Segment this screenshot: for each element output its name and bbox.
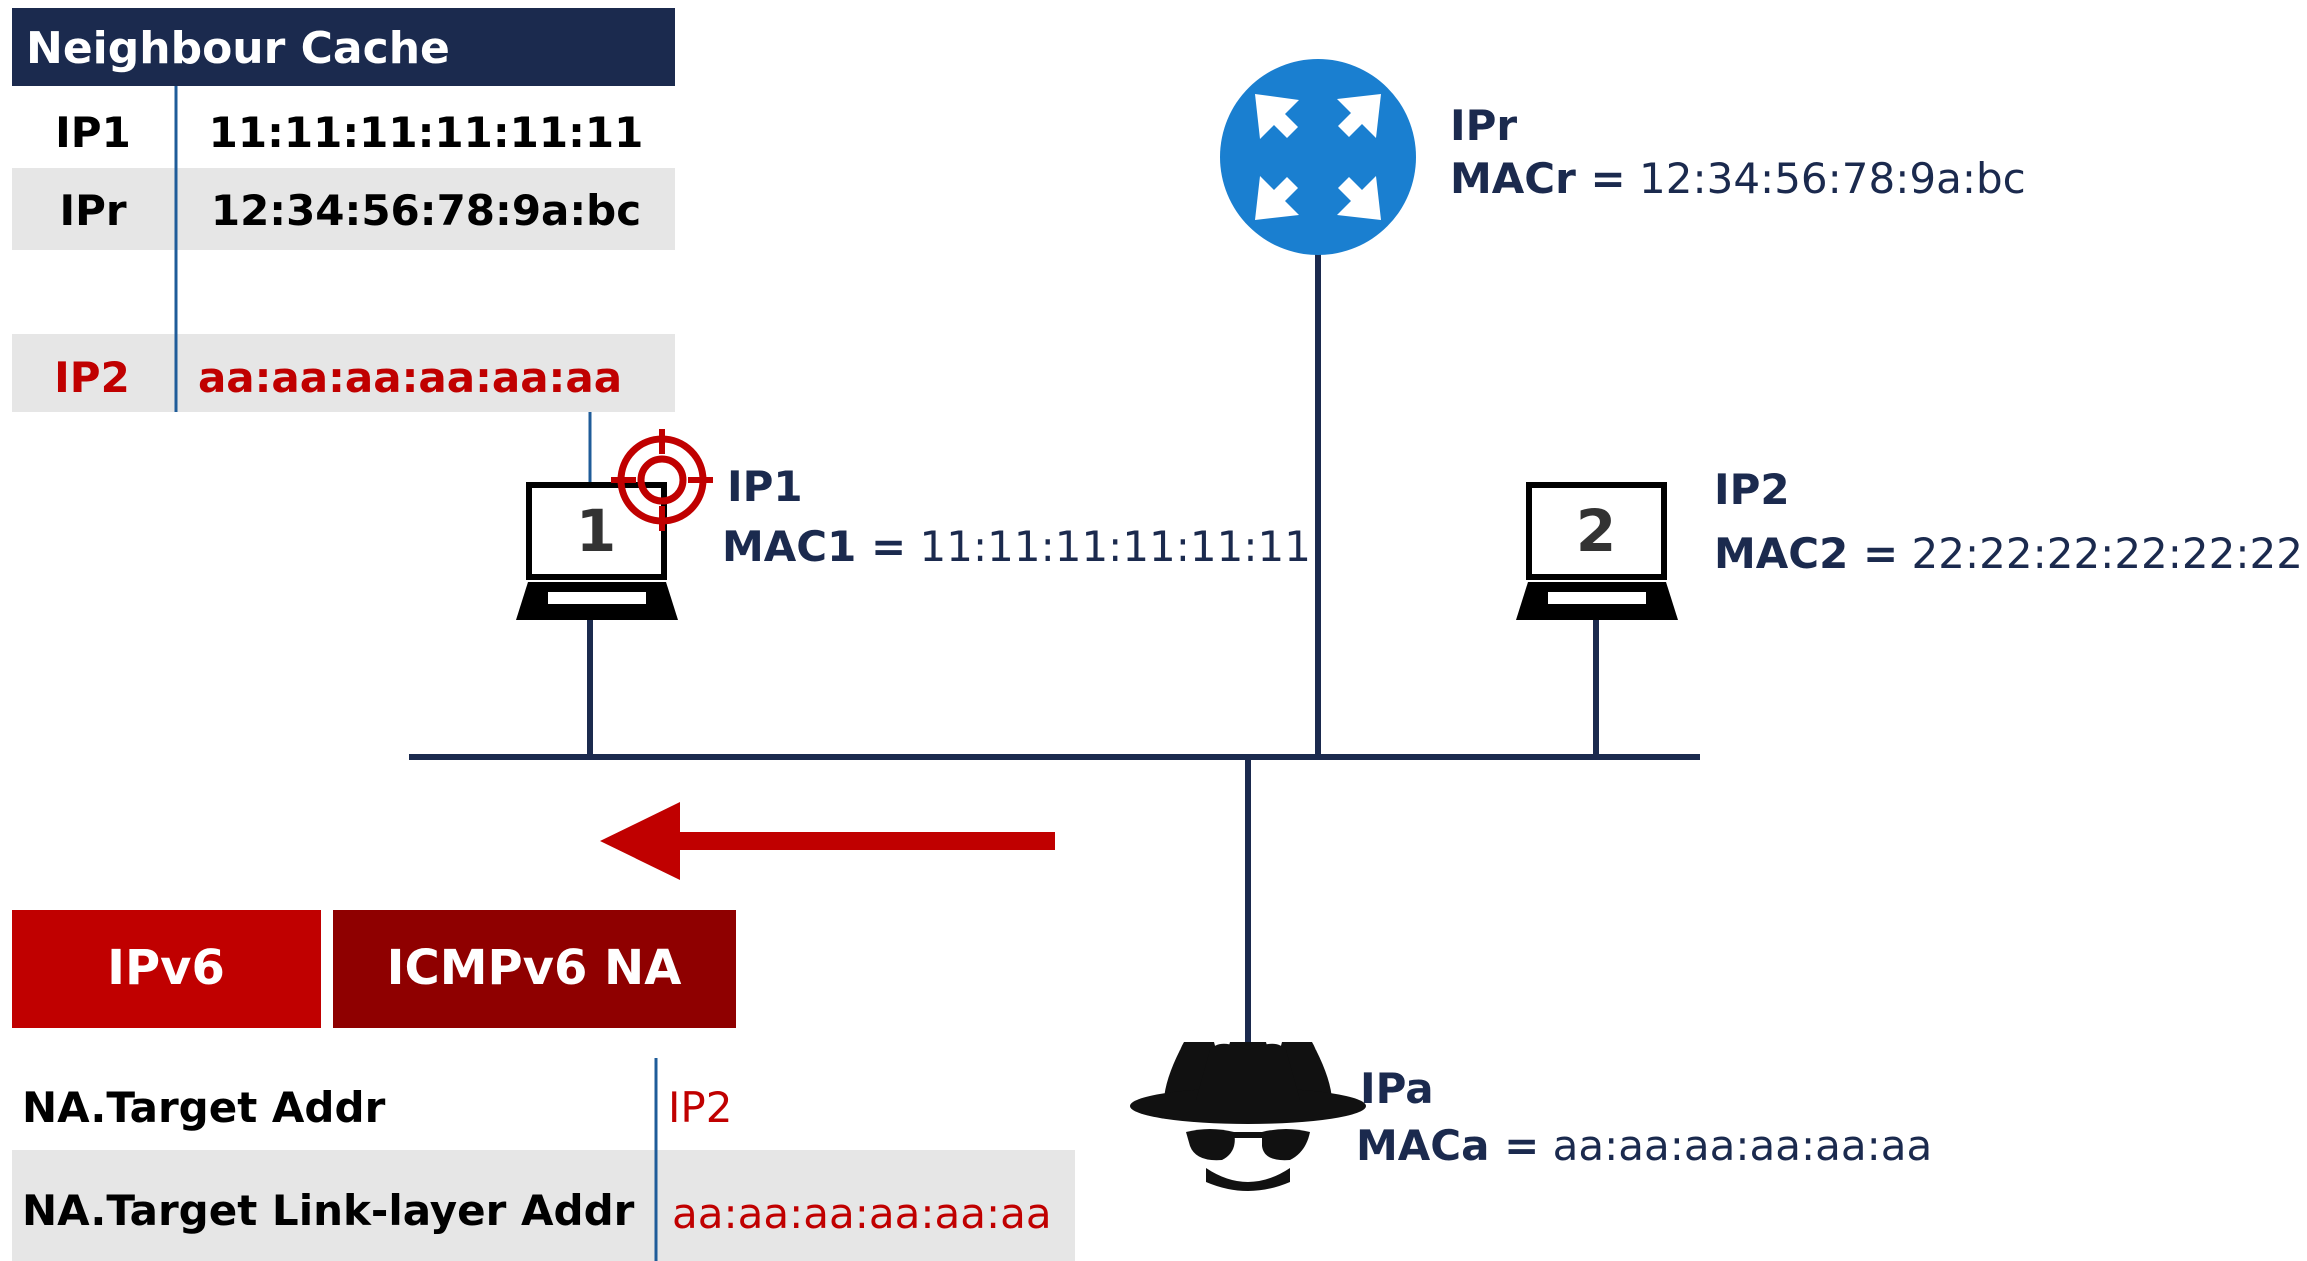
packet-headers: IPv6 ICMPv6 NA bbox=[12, 910, 736, 1028]
cache-title-bar bbox=[12, 8, 675, 86]
cache-row-ip: IPr bbox=[59, 186, 126, 235]
attacker-mac-label: MACa = aa:aa:aa:aa:aa:aa bbox=[1356, 1121, 1932, 1170]
host1: 1 IP1 MAC1 = 11:11:11:11:11:11 bbox=[516, 429, 1311, 620]
field-name: NA.Target Addr bbox=[22, 1083, 386, 1132]
host1-number: 1 bbox=[576, 497, 616, 565]
host1-mac-label: MAC1 = 11:11:11:11:11:11 bbox=[722, 522, 1311, 571]
field-value: IP2 bbox=[668, 1083, 732, 1132]
ipv6-header-box bbox=[12, 910, 321, 1028]
attacker-ip-label: IPa bbox=[1360, 1064, 1434, 1113]
host1-ip-label: IP1 bbox=[727, 462, 803, 511]
attacker: IPa MACa = aa:aa:aa:aa:aa:aa bbox=[1130, 1042, 1932, 1191]
host2-ip-label: IP2 bbox=[1714, 465, 1790, 514]
arrow-left-icon bbox=[600, 802, 1055, 880]
cache-title: Neighbour Cache bbox=[26, 23, 450, 74]
neighbour-cache-table: Neighbour Cache IP1 11:11:11:11:11:11 IP… bbox=[12, 8, 675, 412]
cache-row-mac: 12:34:56:78:9a:bc bbox=[211, 186, 641, 235]
router-ip-label: IPr bbox=[1450, 101, 1517, 150]
router: IPr MACr = 12:34:56:78:9a:bc bbox=[1220, 59, 2026, 255]
cache-row-ip: IP1 bbox=[55, 108, 131, 157]
router-icon bbox=[1220, 59, 1416, 255]
cache-row-ip-poisoned: IP2 bbox=[54, 353, 130, 402]
router-mac-label: MACr = 12:34:56:78:9a:bc bbox=[1450, 154, 2026, 203]
field-row-bg bbox=[12, 1150, 1075, 1261]
spy-hat-icon bbox=[1130, 1042, 1366, 1191]
cache-row-mac: 11:11:11:11:11:11 bbox=[209, 108, 644, 157]
router-arrows bbox=[1255, 94, 1381, 220]
network-bus bbox=[409, 250, 1700, 1048]
cache-row-bg bbox=[12, 168, 675, 250]
host2-number: 2 bbox=[1576, 497, 1616, 565]
field-name: NA.Target Link-layer Addr bbox=[22, 1186, 635, 1235]
host2-mac-label: MAC2 = 22:22:22:22:22:22 bbox=[1714, 529, 2303, 578]
icmpv6-na-header-label: ICMPv6 NA bbox=[387, 940, 682, 996]
ipv6-header-label: IPv6 bbox=[107, 940, 225, 996]
field-value: aa:aa:aa:aa:aa:aa bbox=[672, 1189, 1052, 1238]
packet-fields-table: NA.Target Addr IP2 NA.Target Link-layer … bbox=[12, 1058, 1075, 1261]
icmpv6-na-header-box bbox=[333, 910, 736, 1028]
host2: 2 IP2 MAC2 = 22:22:22:22:22:22 bbox=[1516, 465, 2303, 620]
cache-row-mac-poisoned: aa:aa:aa:aa:aa:aa bbox=[198, 353, 622, 402]
crosshair-target-icon bbox=[611, 429, 713, 531]
cache-row-bg bbox=[12, 334, 675, 412]
laptop-icon bbox=[1516, 482, 1678, 620]
